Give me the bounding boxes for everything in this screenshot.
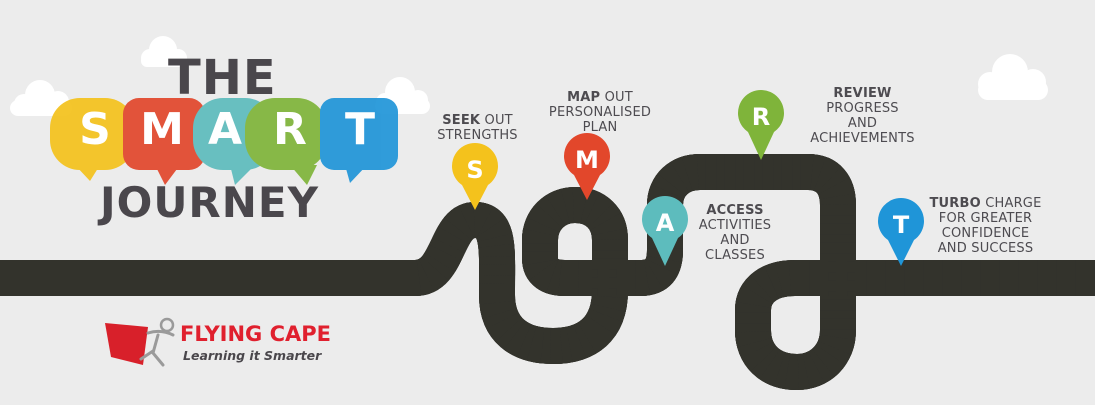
step-bold: SEEK [442,113,481,128]
step-bold: REVIEW [833,86,892,101]
step-label-map: MAP OUT PERSONALISED PLAN [545,90,655,135]
pin-s-icon [452,143,498,210]
step-bold: ACCESS [706,203,764,218]
clouds [10,36,1048,116]
pin-letter-a: A [655,209,675,237]
step-text: FOR GREATER [938,211,1033,226]
title-letter-m: M [140,104,184,155]
title-letter-r: R [273,104,307,155]
pin-m-icon [564,133,610,200]
step-text: CLASSES [705,248,765,263]
cloud-icon [978,54,1048,100]
speech-bubbles [50,98,398,185]
step-text: PLAN [582,120,618,135]
step-text: PERSONALISED [548,105,652,120]
step-label-review: REVIEW PROGRESS AND ACHIEVEMENTS [800,86,925,146]
step-text: STRENGTHS [437,128,518,143]
cloud-icon [141,36,187,67]
step-label-seek: SEEK OUT STRENGTHS [425,113,530,143]
pin-letter-s: S [466,156,484,184]
step-text: AND [720,233,750,248]
pin-letter-m: M [575,146,599,174]
step-label-access: ACCESS ACTIVITIES AND CLASSES [690,203,780,263]
pin-r-icon [738,90,785,160]
bubble-m [123,98,205,185]
brand-tagline: Learning it Smarter [183,348,322,363]
step-text: AND SUCCESS [937,241,1034,256]
step-text: CHARGE [980,196,1042,211]
step-text: OUT [600,90,633,105]
title-the: THE [168,50,277,106]
step-text: PROGRESS [826,101,899,116]
pin-t-icon [877,198,924,266]
step-bold: MAP [567,90,601,105]
bubble-t [320,98,398,183]
title-letter-s: S [79,104,111,155]
bubble-r [245,98,327,185]
pin-letter-t: T [892,211,910,239]
step-text: ACTIVITIES [698,218,772,233]
road [0,154,1095,390]
flying-cape-logo-icon [105,317,175,367]
step-text: CONFIDENCE [941,226,1030,241]
title-letter-t: T [344,104,375,155]
step-label-turbo: TURBO CHARGE FOR GREATER CONFIDENCE AND … [918,196,1053,256]
step-text: ACHIEVEMENTS [810,131,915,146]
title-journey: JOURNEY [100,178,320,227]
step-bold: TURBO [929,196,981,211]
step-text: OUT [480,113,513,128]
step-text: AND [847,116,878,131]
pin-a-icon [642,196,688,266]
bubble-s [50,98,135,181]
brand-name: FLYING CAPE [180,322,331,346]
pin-letter-r: R [751,103,771,131]
title-letter-a: A [207,104,243,155]
